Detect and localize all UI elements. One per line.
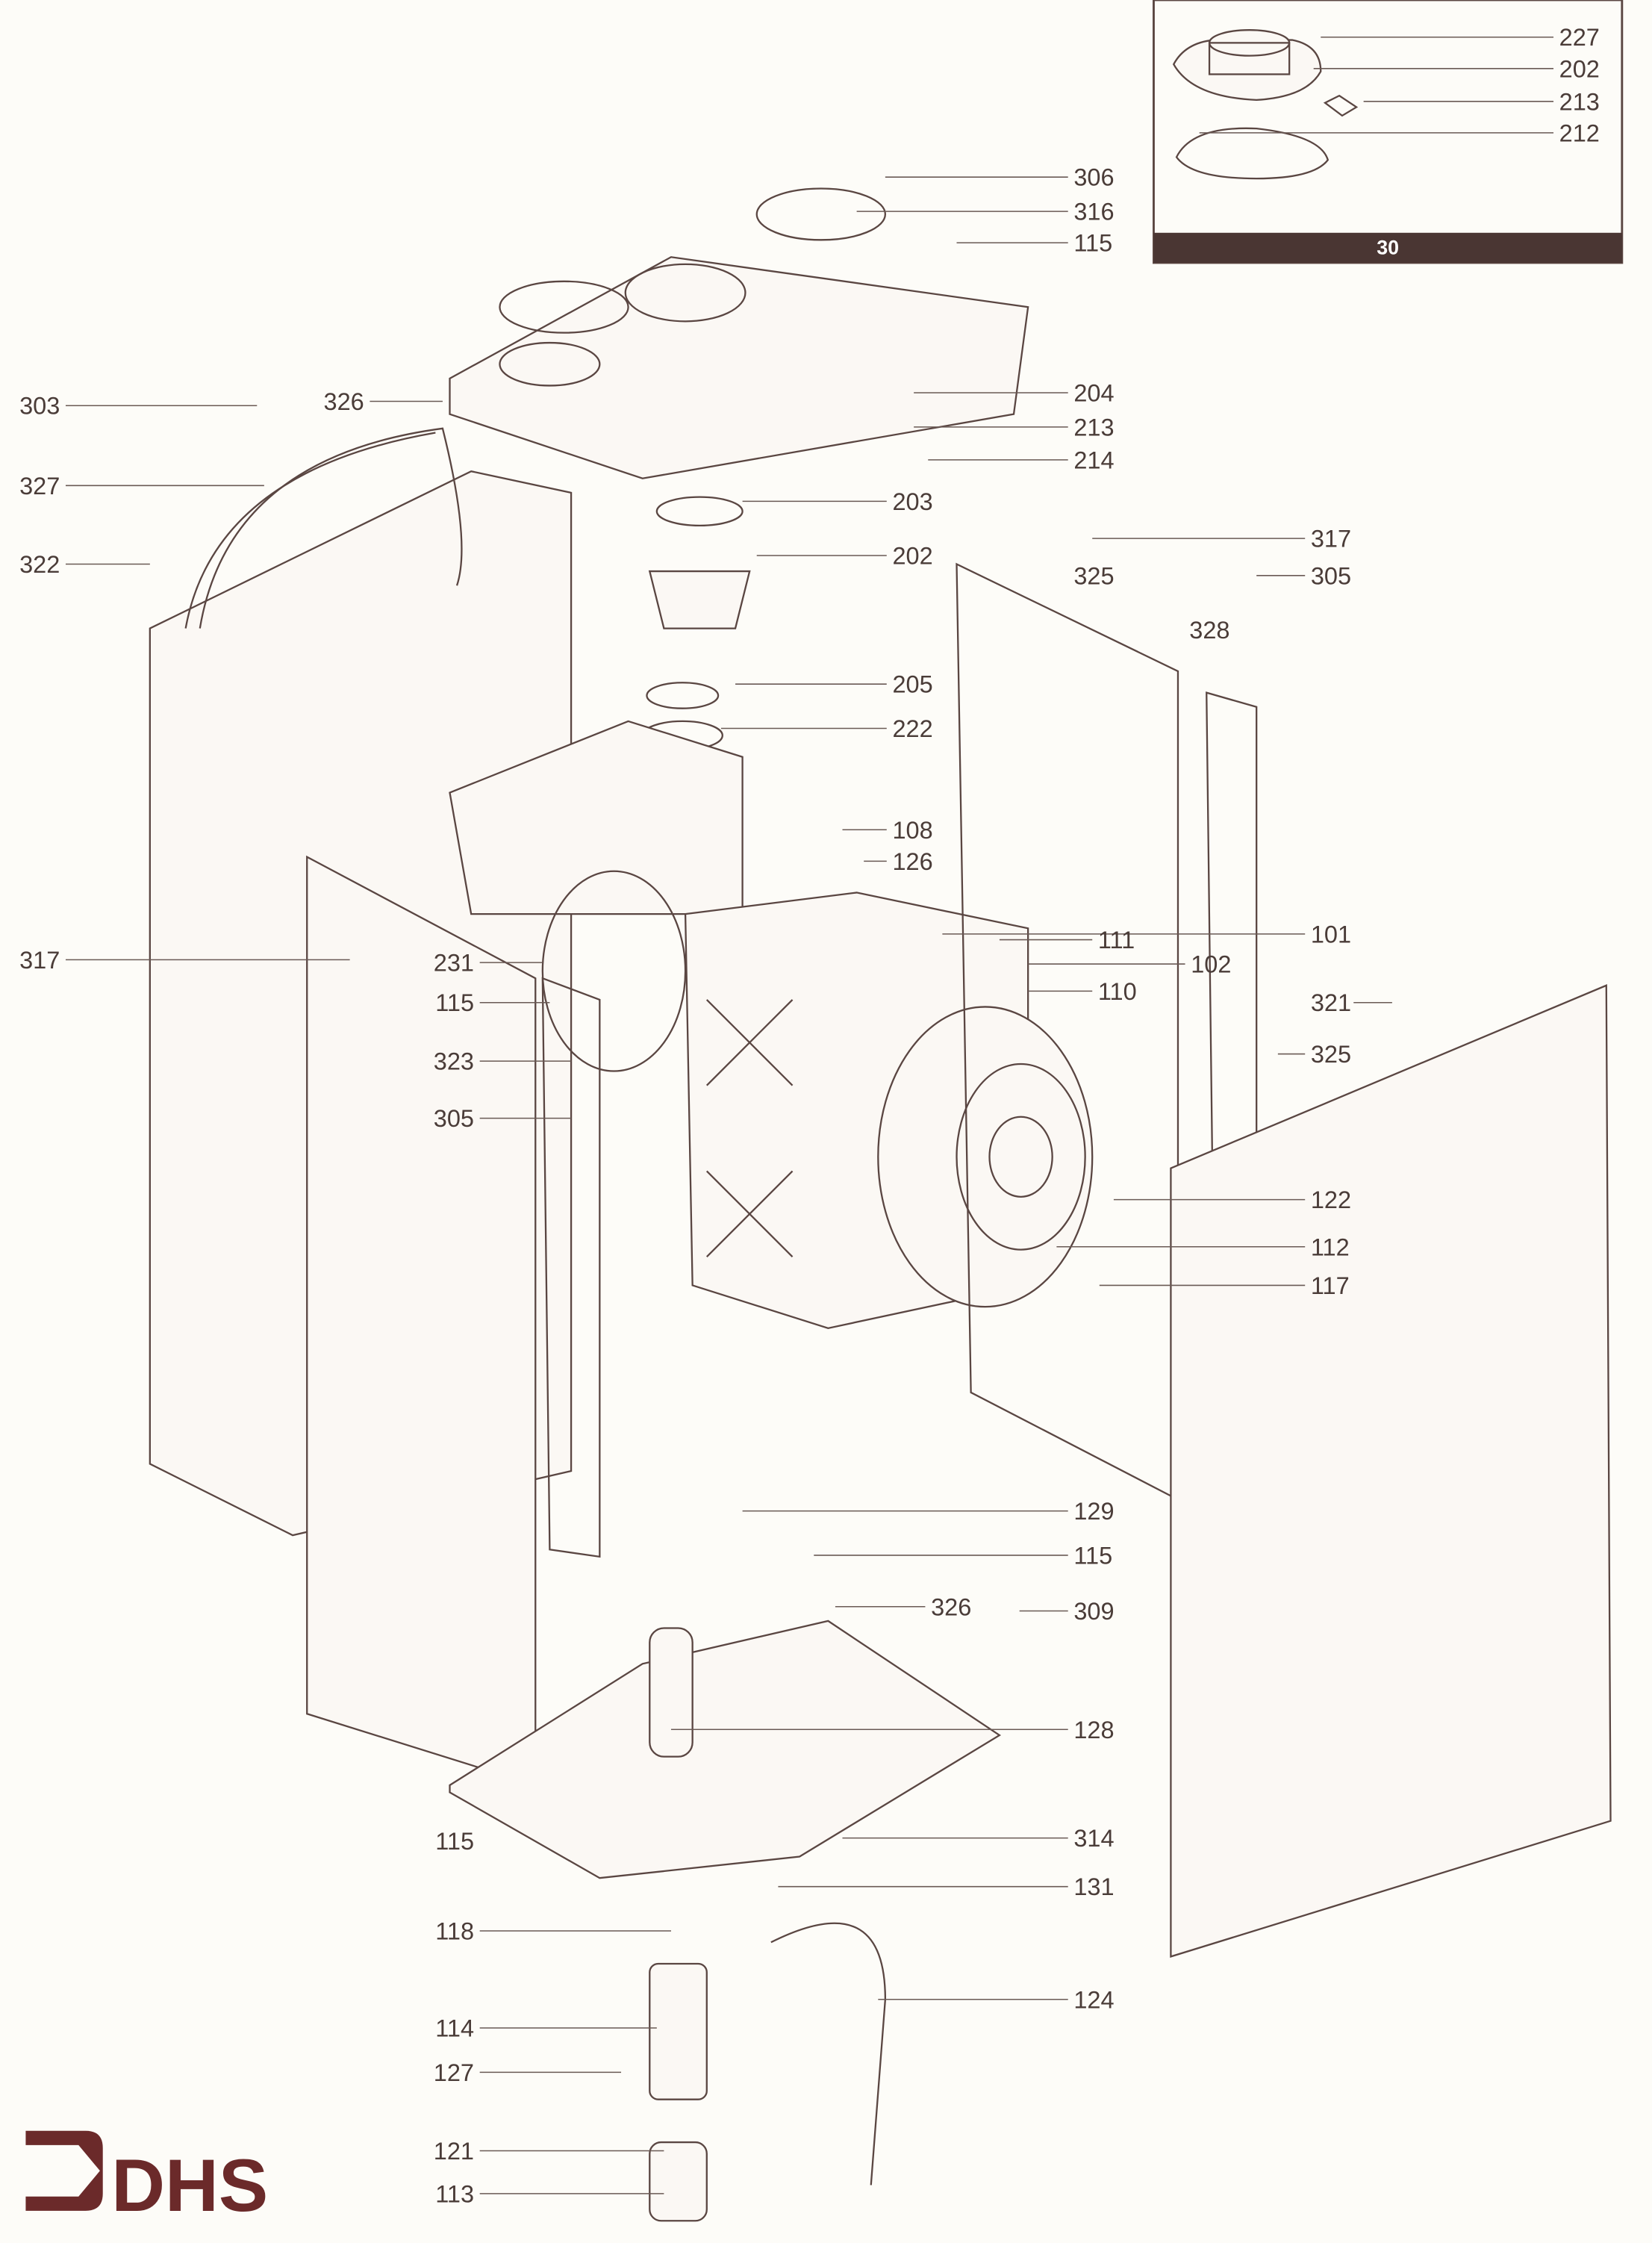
part-number-label: 314 — [1073, 1825, 1114, 1852]
part-number-label: 305 — [434, 1105, 474, 1132]
part-number-label: 322 — [19, 551, 60, 578]
part-number-label: 305 — [1311, 562, 1351, 589]
logo-arrow-icon — [25, 2130, 103, 2211]
part-number-label: 113 — [435, 2180, 474, 2207]
part-number-label: 115 — [1073, 1542, 1112, 1569]
part-number-label: 121 — [434, 2138, 474, 2165]
inset-panel: 30 — [1153, 0, 1624, 264]
expansion-vessel — [184, 432, 436, 629]
part-number-label: 317 — [19, 947, 60, 974]
part-number-label: 115 — [435, 1828, 474, 1855]
part-number-label: 222 — [892, 715, 932, 742]
part-number-label: 316 — [1073, 199, 1114, 225]
part-number-label: 110 — [1098, 978, 1137, 1005]
part-number-label: 323 — [434, 1048, 474, 1075]
flue-adaptor-drawing — [1172, 29, 1359, 180]
part-number-label: 114 — [435, 2015, 474, 2042]
part-number-label: 326 — [931, 1593, 971, 1620]
part-number-label: 306 — [1073, 164, 1114, 191]
part-number-label: 325 — [1073, 562, 1114, 589]
part-number-label: 213 — [1073, 414, 1114, 441]
part-number-label: 303 — [19, 393, 60, 420]
part-number-label: 108 — [892, 817, 932, 844]
dhs-logo: DHS — [25, 2130, 268, 2227]
boiler-assembly-drawing — [149, 187, 1612, 2222]
part-number-label: 112 — [1311, 1234, 1350, 1260]
part-number-label: 202 — [1559, 55, 1600, 82]
part-number-label: 227 — [1559, 24, 1600, 51]
part-number-label: 327 — [19, 473, 60, 500]
part-number-label: 117 — [1311, 1272, 1350, 1299]
part-number-label: 124 — [1073, 1986, 1114, 2013]
inset-footer-label: 30 — [1377, 236, 1399, 258]
part-number-label: 115 — [1073, 230, 1112, 257]
callout-labels: 227 202 213 212 306 316 115 204 213 214 203 202 205 2… — [19, 24, 1600, 2207]
callout-leader-lines — [65, 36, 1554, 2194]
part-number-label: 118 — [435, 1917, 474, 1944]
part-number-label: 326 — [324, 388, 364, 415]
part-number-label: 101 — [1311, 921, 1351, 948]
part-number-label: 231 — [434, 950, 474, 977]
part-number-label: 213 — [1559, 88, 1600, 115]
part-number-label: 325 — [1311, 1041, 1351, 1068]
drain-hose — [770, 1922, 887, 2186]
part-number-label: 328 — [1189, 617, 1229, 644]
logo-text: DHS — [111, 2144, 268, 2227]
part-number-label: 102 — [1191, 951, 1231, 978]
part-number-label: 321 — [1311, 989, 1351, 1016]
front-cover — [1170, 984, 1612, 1958]
part-number-label: 115 — [435, 989, 474, 1016]
part-number-label: 111 — [1098, 927, 1135, 953]
part-number-label: 128 — [1073, 1717, 1114, 1743]
part-number-label: 212 — [1559, 119, 1600, 146]
fan-housing — [449, 720, 744, 915]
part-number-label: 126 — [892, 848, 932, 875]
part-number-label: 214 — [1073, 447, 1114, 473]
part-number-label: 127 — [434, 2059, 474, 2086]
part-number-label: 131 — [1073, 1873, 1114, 1900]
part-number-label: 203 — [892, 488, 932, 515]
part-number-label: 309 — [1073, 1598, 1114, 1625]
left-side-panel — [306, 855, 537, 1787]
part-number-label: 129 — [1073, 1498, 1114, 1525]
part-number-label: 317 — [1311, 526, 1351, 553]
part-number-label: 204 — [1073, 379, 1114, 406]
part-number-label: 122 — [1311, 1186, 1351, 1213]
condensate-trap — [649, 1962, 708, 2100]
top-plate — [449, 256, 1029, 479]
inset-footer-bar — [1153, 232, 1622, 263]
part-number-label: 205 — [892, 671, 932, 698]
part-number-label: 202 — [892, 543, 932, 570]
